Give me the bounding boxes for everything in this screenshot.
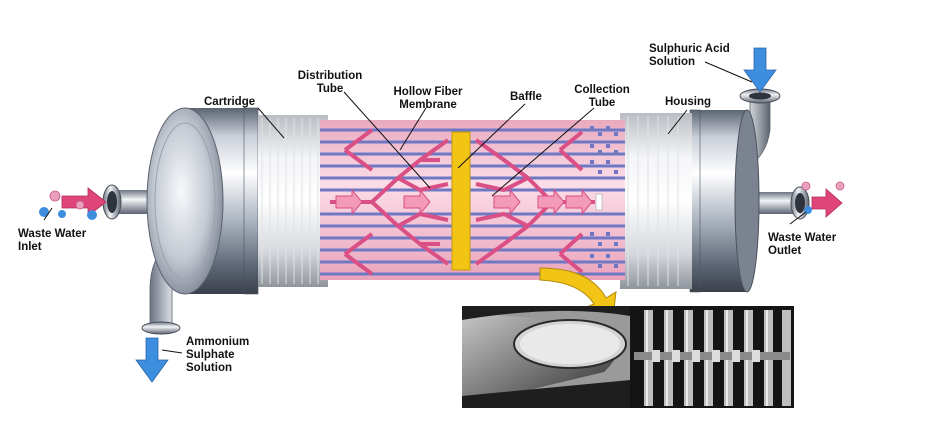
collection-tube-end xyxy=(595,193,603,211)
label-collection-tube: Collection Tube xyxy=(566,84,638,110)
label-sulphuric-acid-solution: Sulphuric Acid Solution xyxy=(649,43,730,69)
label-waste-water-outlet: Waste Water Outlet xyxy=(768,232,836,258)
sem-image-fiber-bundle xyxy=(630,306,794,408)
label-hollow-fiber-membrane-line2: Membrane xyxy=(399,99,457,111)
label-cartridge: Cartridge xyxy=(204,96,256,108)
label-distribution-tube-line1: Distribution xyxy=(297,70,363,82)
label-distribution-tube-line2: Tube xyxy=(316,83,344,95)
membrane-interior xyxy=(320,120,625,280)
label-waste-water-outlet-line2: Outlet xyxy=(768,245,802,257)
outlet-flow-arrow xyxy=(811,188,843,218)
sulphuric-acid-arrow xyxy=(743,47,777,93)
label-waste-water-inlet-line1: Waste Water xyxy=(18,228,87,240)
distribution-tube-branches xyxy=(330,128,450,276)
label-ammonium-sulphate-line1: Ammonium xyxy=(186,336,250,348)
label-ammonium-sulphate-line3: Solution xyxy=(186,362,232,374)
label-housing: Housing xyxy=(665,96,711,108)
label-hollow-fiber-membrane-line1: Hollow Fiber xyxy=(393,86,463,98)
baffle xyxy=(451,131,471,271)
label-ammonium-sulphate-solution: Ammonium Sulphate Solution xyxy=(186,336,249,375)
right-end-cap xyxy=(689,109,760,293)
internal-flow-arrows xyxy=(335,188,593,216)
outlet-bubbles xyxy=(801,181,845,214)
label-hollow-fiber-membrane: Hollow Fiber Membrane xyxy=(386,86,470,112)
cartridge xyxy=(258,115,328,287)
left-end-cap xyxy=(146,107,259,295)
label-sulphuric-acid-line1: Sulphuric Acid xyxy=(649,43,730,55)
housing xyxy=(620,113,692,289)
inlet-bubbles xyxy=(39,190,97,220)
label-distribution-tube: Distribution Tube xyxy=(290,70,370,96)
ammonium-sulphate-arrow xyxy=(135,337,169,383)
inlet-flow-arrow xyxy=(61,187,107,217)
label-collection-tube-line1: Collection xyxy=(574,84,630,96)
label-baffle: Baffle xyxy=(510,91,542,103)
sem-image-fiber xyxy=(462,306,630,408)
label-waste-water-inlet-line2: Inlet xyxy=(18,241,42,253)
label-collection-tube-line2: Tube xyxy=(588,97,616,109)
label-waste-water-inlet: Waste Water Inlet xyxy=(18,228,86,254)
label-sulphuric-acid-line2: Solution xyxy=(649,56,695,68)
label-waste-water-outlet-line1: Waste Water xyxy=(768,232,837,244)
leader-lines xyxy=(43,61,807,354)
label-ammonium-sulphate-line2: Sulphate xyxy=(186,349,235,361)
